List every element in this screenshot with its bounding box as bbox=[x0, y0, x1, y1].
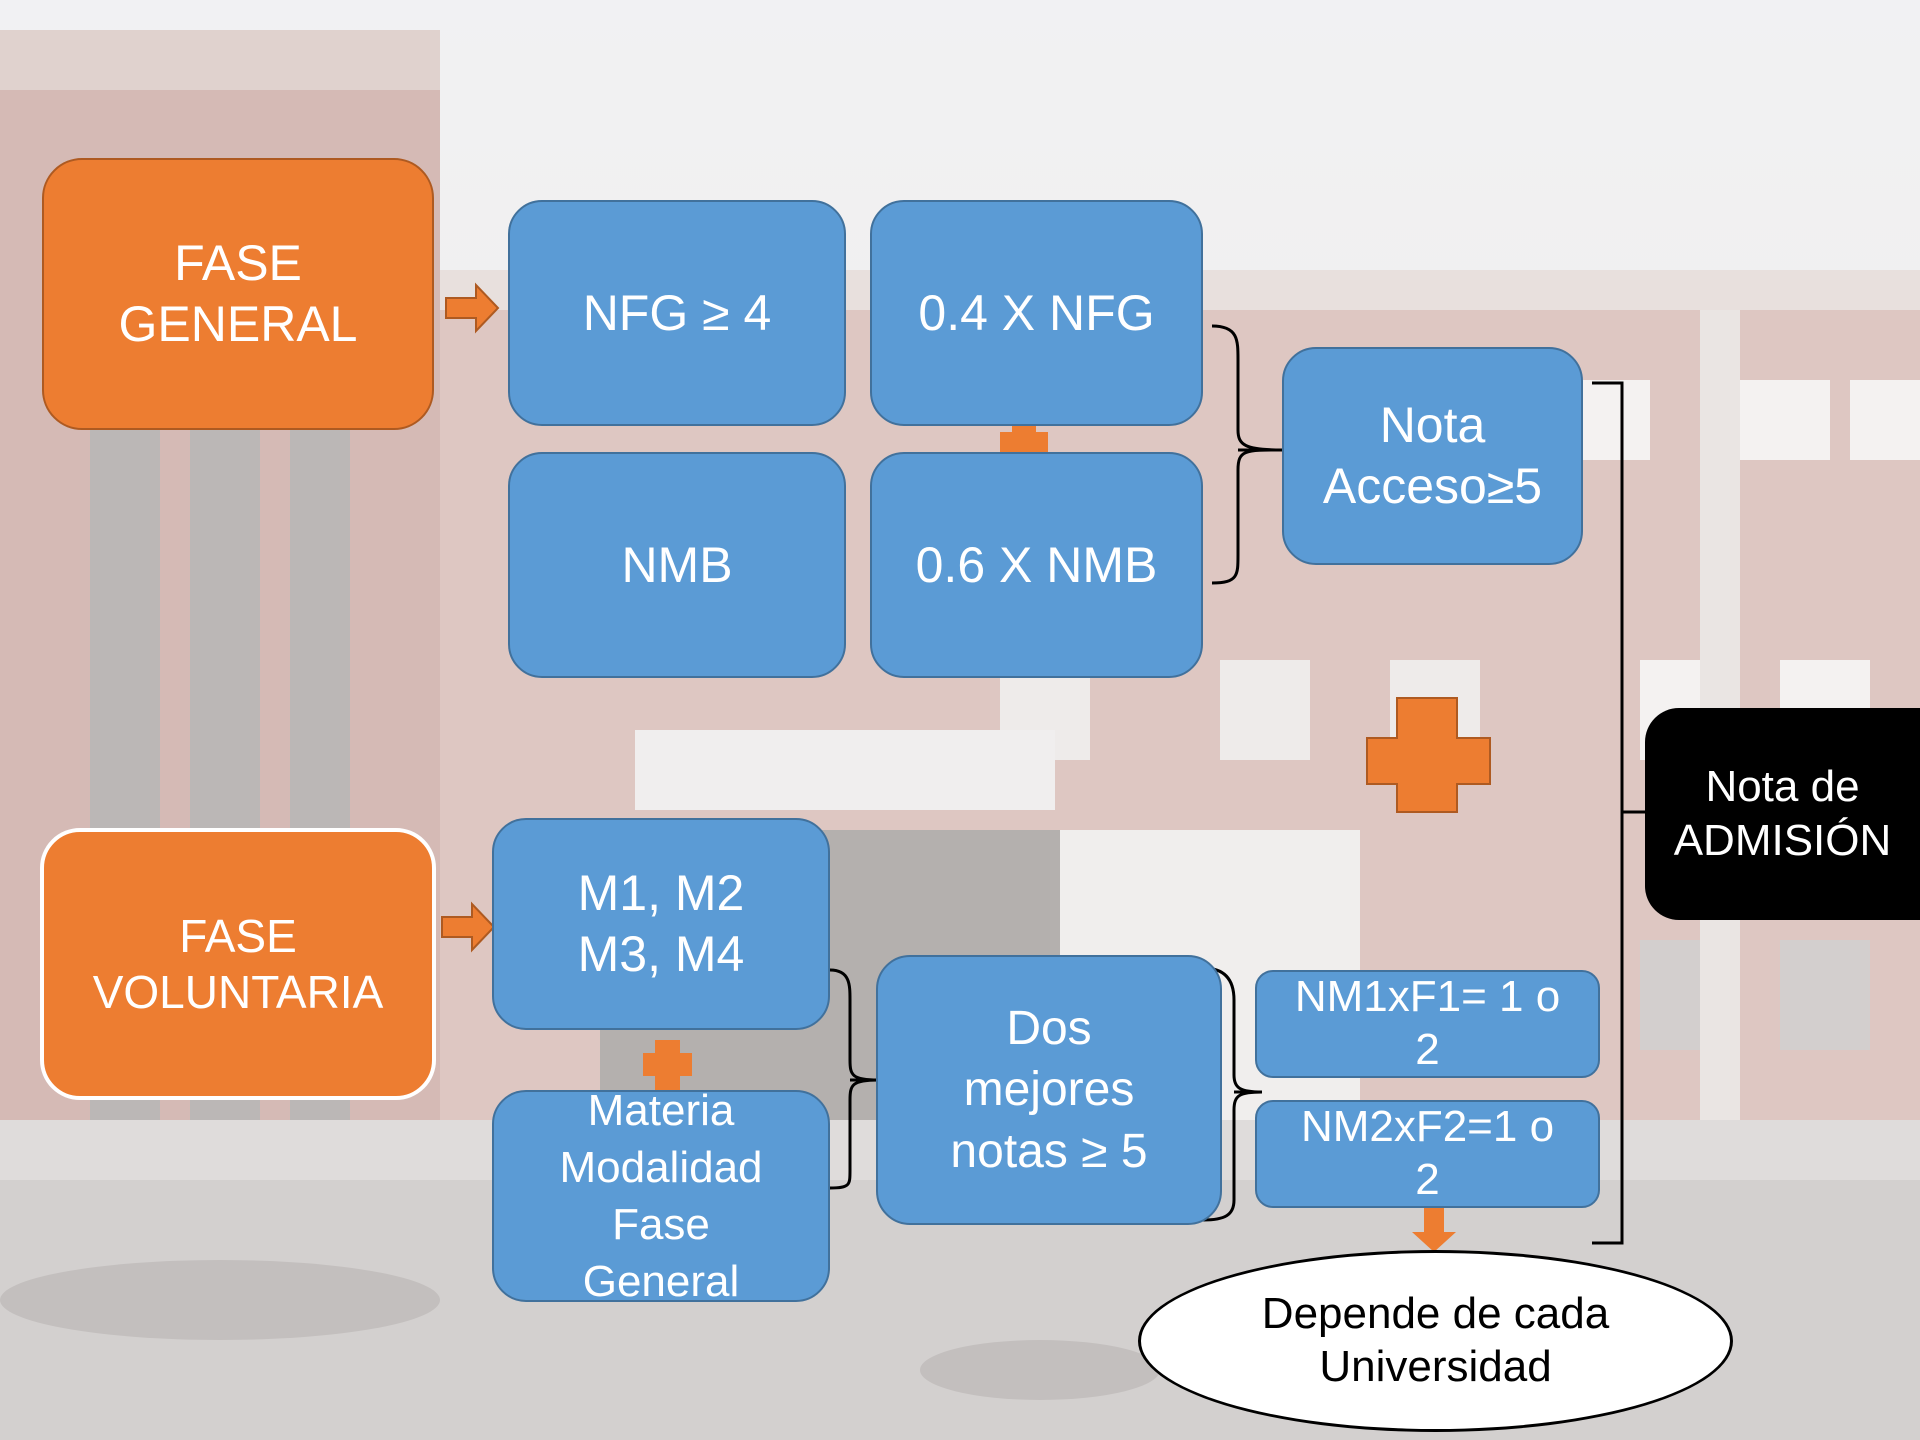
fase-voluntaria-box: FASE VOLUNTARIA bbox=[40, 828, 436, 1100]
nota-admision-box: Nota de ADMISIÓN bbox=[1645, 708, 1920, 920]
fase-voluntaria-label: FASE VOLUNTARIA bbox=[92, 909, 384, 1018]
nmb-weighted-label: 0.6 X NMB bbox=[915, 536, 1158, 593]
depende-label: Depende de cada Universidad bbox=[1261, 1289, 1610, 1391]
nmb-box: NMB bbox=[508, 452, 846, 678]
dos-mejores-label: Dos mejores notas ≥ 5 bbox=[950, 1001, 1148, 1178]
nmb-label: NMB bbox=[621, 536, 733, 593]
nfg-weighted-box: 0.4 X NFG bbox=[870, 200, 1203, 426]
nm1-label: NM1xF1= 1 o 2 bbox=[1294, 972, 1561, 1074]
fase-general-label: FASE GENERAL bbox=[118, 235, 358, 352]
nm2-box: NM2xF2=1 o 2 bbox=[1255, 1100, 1600, 1208]
materias-label: M1, M2 M3, M4 bbox=[577, 865, 745, 982]
nota-admision-label: Nota de ADMISIÓN bbox=[1673, 762, 1892, 865]
dos-mejores-box: Dos mejores notas ≥ 5 bbox=[876, 955, 1222, 1225]
fase-general-box: FASE GENERAL bbox=[42, 158, 434, 430]
nfg-weighted-label: 0.4 X NFG bbox=[918, 284, 1155, 341]
materias-box: M1, M2 M3, M4 bbox=[492, 818, 830, 1030]
nmb-weighted-box: 0.6 X NMB bbox=[870, 452, 1203, 678]
nfg-min-box: NFG ≥ 4 bbox=[508, 200, 846, 426]
materia-modalidad-label: Materia Modalidad Fase General bbox=[559, 1085, 763, 1307]
depende-oval: Depende de cada Universidad bbox=[1138, 1250, 1733, 1432]
materia-modalidad-box: Materia Modalidad Fase General bbox=[492, 1086, 830, 1306]
nota-acceso-box: Nota Acceso≥5 bbox=[1282, 347, 1583, 565]
nota-acceso-label: Nota Acceso≥5 bbox=[1322, 397, 1543, 514]
nm1-box: NM1xF1= 1 o 2 bbox=[1255, 970, 1600, 1078]
nm2-label: NM2xF2=1 o 2 bbox=[1300, 1102, 1555, 1204]
nfg-min-label: NFG ≥ 4 bbox=[582, 284, 772, 341]
